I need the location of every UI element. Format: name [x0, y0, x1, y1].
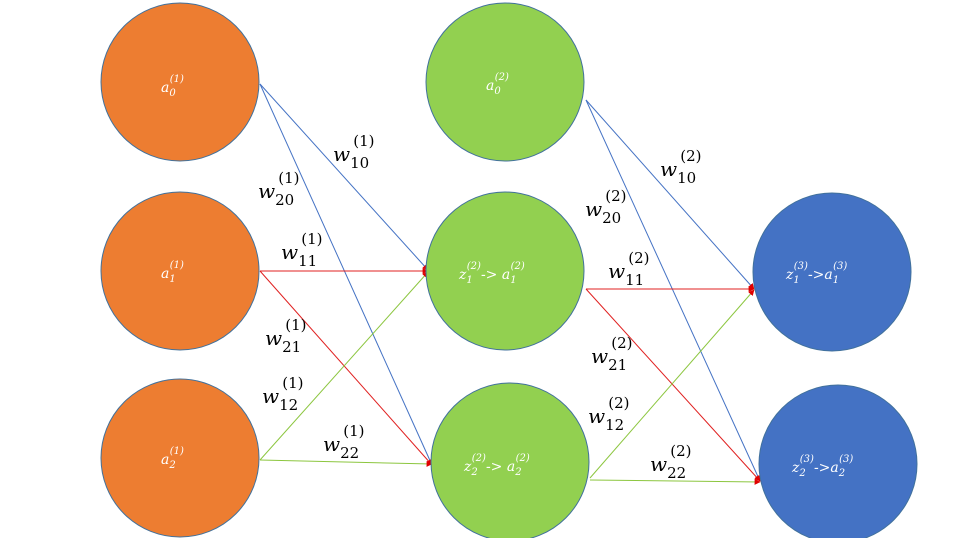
node-z1-3-label: z1(3)->a1(3) — [785, 261, 847, 286]
edges-layer1-to-layer2 — [259, 83, 433, 467]
edge-z2-2-to-z1-3 — [589, 289, 755, 479]
node-z2-3-label: z2(3)->a2(3) — [791, 454, 853, 479]
edge-a0-2-to-z2-3 — [585, 99, 761, 482]
node-z1-3-circle — [752, 192, 912, 352]
layer-1: a0(1) a1(1) a2(1) — [100, 2, 260, 538]
node-a2-1: a2(1) — [100, 378, 260, 538]
node-z2-2-label: z2(2)-> a2(2) — [463, 453, 530, 478]
node-z1-2-label: z1(2)-> a1(2) — [458, 261, 525, 286]
node-z1-2: z1(2)-> a1(2) — [425, 191, 585, 351]
layer-2: a0(2) z1(2)-> a1(2) z2(2)-> a2(2) — [425, 2, 590, 538]
weight-w22-1: w22(1) — [323, 422, 364, 462]
node-z1-3: z1(3)->a1(3) — [752, 192, 912, 352]
edge-a0-1-to-z1-2 — [259, 83, 429, 271]
layer-3: z1(3)->a1(3) z2(3)->a2(3) — [752, 192, 918, 538]
edge-a2-1-to-z2-2 — [259, 459, 433, 467]
node-z2-2: z2(2)-> a2(2) — [430, 382, 590, 538]
weight-w20-1: w20(1) — [258, 169, 299, 209]
node-a0-1-label: a0(1) — [161, 74, 184, 99]
node-a0-1: a0(1) — [100, 2, 260, 162]
edges-layer2-to-layer3 — [585, 99, 761, 485]
weight-w22-2: w22(2) — [650, 442, 691, 482]
edge-z2-2-to-z2-3 — [589, 478, 761, 485]
weight-w11-2: w11(2) — [608, 249, 649, 289]
node-z1-2-circle — [425, 191, 585, 351]
node-a0-2: a0(2) — [425, 2, 585, 162]
weight-w10-2: w10(2) — [660, 147, 701, 187]
edge-a0-2-to-z1-3 — [585, 99, 755, 290]
node-a1-1-label: a1(1) — [161, 260, 184, 285]
node-a1-1: a1(1) — [100, 191, 260, 351]
node-z2-3: z2(3)->a2(3) — [758, 384, 918, 538]
node-z2-2-circle — [430, 382, 590, 538]
weight-w10-1: w10(1) — [333, 132, 374, 172]
weight-w20-2: w20(2) — [585, 187, 626, 227]
edge-a1-1-to-z2-2 — [259, 270, 433, 466]
weight-labels-layer1: w10(1) w20(1) w11(1) w21(1) w12(1) w22(1… — [258, 132, 374, 462]
weight-w21-2: w21(2) — [591, 334, 632, 374]
weight-w12-2: w12(2) — [588, 394, 629, 434]
edge-a0-1-to-z2-2 — [259, 83, 433, 466]
weight-w11-1: w11(1) — [281, 230, 322, 270]
weight-labels-layer2: w10(2) w20(2) w11(2) w21(2) w12(2) w22(2… — [585, 147, 701, 482]
node-a0-1-circle — [100, 2, 260, 162]
node-a2-1-label: a2(1) — [161, 446, 184, 471]
weight-w12-1: w12(1) — [262, 374, 303, 414]
node-a0-2-label: a0(2) — [486, 72, 509, 97]
node-a0-2-circle — [425, 2, 585, 162]
node-a1-1-circle — [100, 191, 260, 351]
node-z2-3-circle — [758, 384, 918, 538]
node-a2-1-circle — [100, 378, 260, 538]
edge-a2-1-to-z1-2 — [259, 271, 429, 461]
edge-z1-2-to-z2-3 — [585, 288, 761, 482]
weight-w21-1: w21(1) — [265, 316, 306, 356]
